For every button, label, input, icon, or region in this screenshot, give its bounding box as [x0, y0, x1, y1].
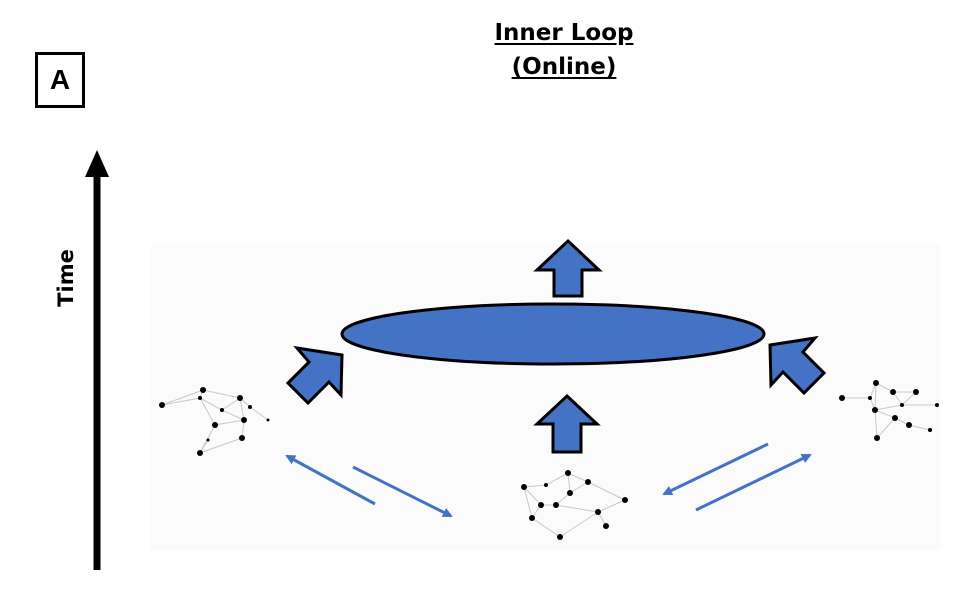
network-edge — [221, 409, 245, 421]
network-node — [913, 389, 919, 395]
network-edge — [569, 481, 589, 494]
network-node — [565, 470, 571, 476]
time-axis-arrowhead — [85, 150, 109, 177]
network-edge — [567, 472, 571, 494]
network-edge — [241, 419, 245, 439]
network-node — [906, 422, 912, 428]
network-node — [248, 405, 252, 409]
network-edge — [587, 481, 626, 501]
network-node — [890, 389, 896, 395]
network-edge — [202, 389, 241, 399]
network-node — [159, 402, 165, 408]
network-node — [266, 418, 270, 422]
network-node — [212, 422, 218, 428]
network-node — [839, 395, 845, 401]
network-edge — [874, 409, 896, 419]
thin-arrow-right-left — [662, 442, 769, 496]
network-node — [928, 428, 932, 432]
network-edge — [555, 504, 599, 513]
network-node — [544, 483, 548, 487]
network-node — [935, 403, 939, 407]
network-node — [200, 387, 206, 393]
network-node — [557, 534, 563, 540]
network-edge — [555, 492, 571, 506]
network-edge — [199, 437, 243, 454]
network-node — [872, 407, 878, 413]
network-node — [553, 502, 559, 508]
network-node — [868, 396, 872, 400]
network-edge — [161, 397, 201, 406]
background-region — [150, 245, 940, 550]
network-node — [197, 450, 203, 456]
block-arrow-top — [533, 238, 603, 298]
network-node — [622, 497, 628, 503]
network-edge — [239, 397, 245, 421]
network-edge — [876, 417, 896, 439]
network-edge — [523, 486, 542, 506]
network-edge — [523, 486, 533, 519]
network-edge — [874, 404, 903, 411]
network-node — [892, 415, 898, 421]
network-node — [567, 490, 573, 496]
network-edge — [545, 472, 569, 486]
network-node — [585, 479, 591, 485]
thin-arrow-left-down — [352, 465, 453, 518]
network-node — [198, 396, 202, 400]
network-node — [239, 435, 245, 441]
network-graph-left — [159, 387, 270, 456]
network-node — [538, 502, 544, 508]
network-node — [237, 395, 243, 401]
network-edge — [214, 419, 245, 426]
central-ellipse — [340, 302, 766, 366]
network-node — [873, 380, 879, 386]
panel-label: A — [35, 52, 85, 108]
network-node — [900, 403, 904, 407]
network-edge — [531, 517, 561, 538]
network-node — [521, 484, 527, 490]
network-edge — [161, 389, 204, 406]
network-node — [206, 438, 210, 442]
thin-arrow-left-up — [285, 454, 376, 506]
diagram-title: Inner Loop (Online) — [414, 16, 714, 84]
network-graph-center — [521, 470, 628, 540]
network-edge — [249, 406, 269, 421]
network-edge — [874, 409, 878, 439]
network-node — [874, 435, 880, 441]
network-edge — [559, 511, 599, 538]
network-edge — [523, 484, 547, 488]
title-line-2: (Online) — [511, 54, 617, 80]
network-edge — [567, 472, 589, 483]
block-arrow-middle — [533, 393, 601, 454]
network-edge — [874, 382, 877, 411]
network-edge — [901, 391, 917, 406]
title-line-1: Inner Loop — [494, 20, 634, 46]
network-edge — [908, 424, 931, 431]
block-arrow-left — [285, 345, 344, 406]
network-edge — [199, 397, 223, 411]
network-graph-right — [839, 380, 939, 441]
network-edge — [221, 397, 241, 411]
network-node — [529, 515, 535, 521]
network-edge — [199, 397, 216, 426]
thin-arrow-right-up — [695, 453, 812, 512]
network-node — [220, 408, 224, 412]
network-edge — [597, 499, 626, 513]
network-edge — [875, 382, 894, 393]
network-node — [595, 509, 601, 515]
block-arrow-right — [768, 335, 827, 396]
network-node — [603, 523, 609, 529]
network-node — [241, 417, 247, 423]
